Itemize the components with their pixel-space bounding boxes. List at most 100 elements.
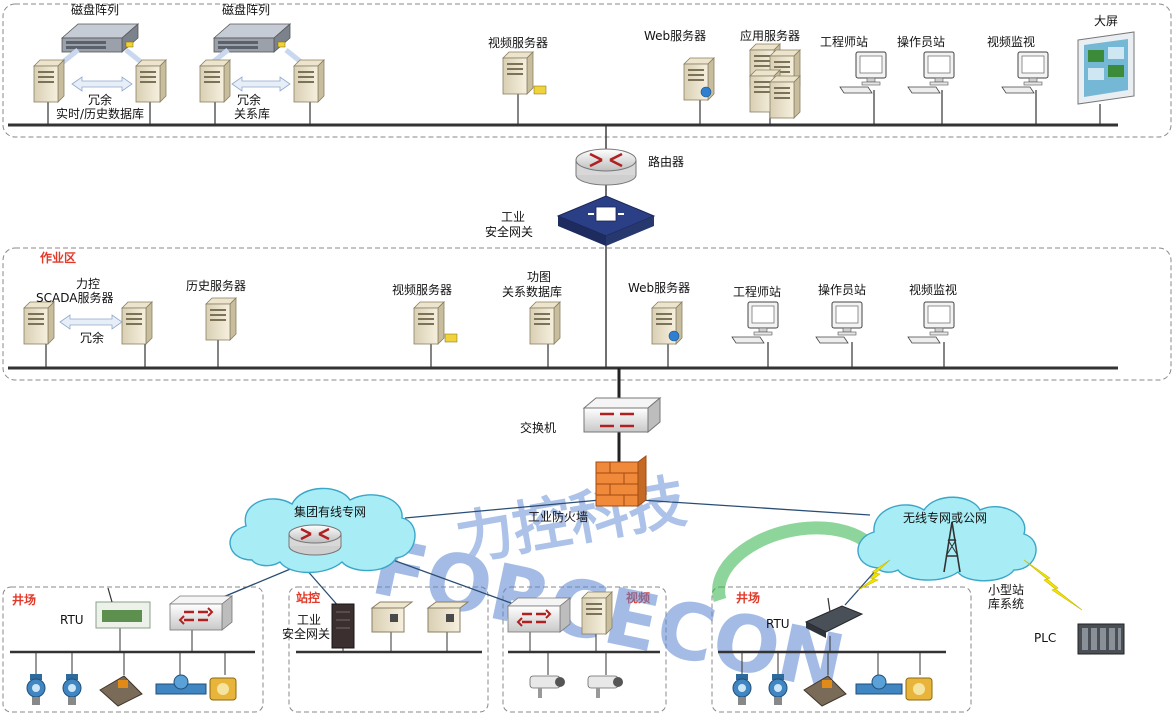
field-drops — [35, 628, 921, 675]
switch-icon — [582, 396, 662, 434]
op-video-monitor-label: 视频监视 — [909, 282, 957, 297]
disk-array-2-label: 磁盘阵列 — [222, 2, 270, 17]
scada-redundant-label: 冗余 — [80, 330, 104, 345]
big-screen-label: 大屏 — [1094, 14, 1118, 28]
scada-server-icon — [23, 301, 55, 345]
flow-meter-icon — [155, 674, 207, 695]
station-zone — [288, 586, 489, 713]
well-zone-right — [711, 586, 972, 713]
rtu-right-label: RTU — [766, 617, 790, 631]
scada-server-icon — [121, 301, 153, 345]
video-zone-label: 视频 — [626, 590, 650, 605]
video-monitor-icon — [1001, 51, 1049, 94]
station-gateway-line2: 安全网关 — [282, 626, 330, 641]
rel-db-label-line1: 功图 — [527, 270, 551, 284]
op-video-server-label: 视频服务器 — [392, 282, 452, 297]
wireless-link-icon — [857, 559, 891, 591]
disk-link-arrows — [56, 48, 308, 68]
redundant-1-label: 冗余 — [88, 92, 112, 107]
operator-station-icon — [815, 301, 863, 344]
rtu-icon — [95, 587, 151, 629]
gas-detector-icon — [905, 677, 933, 701]
pressure-transmitter-icon — [26, 673, 46, 706]
history-server-label: 历史服务器 — [186, 278, 246, 293]
security-gateway-icon — [556, 195, 656, 246]
flow-meter-icon — [855, 674, 903, 695]
operation-zone-label: 作业区 — [40, 250, 76, 265]
engineer-station-icon — [839, 51, 887, 94]
rtu-left-label: RTU — [60, 613, 84, 627]
gas-detector-icon — [209, 677, 237, 701]
relational-db-server-icon — [293, 59, 325, 103]
operation-zone — [2, 247, 1172, 381]
gateway-label-line1: 工业 — [501, 210, 525, 224]
rt-hist-db-label: 实时/历史数据库 — [56, 106, 144, 121]
wireless-link-icon — [1023, 559, 1083, 611]
app-server-cluster-icon — [749, 43, 801, 119]
gateway-label-line2: 安全网关 — [485, 224, 533, 239]
router-label: 路由器 — [648, 154, 684, 169]
well-zone-left — [2, 586, 264, 713]
op-engineer-station-label: 工程师站 — [733, 284, 781, 299]
video-server-icon — [413, 301, 445, 345]
rel-db-label-line2: 关系数据库 — [502, 284, 562, 299]
op-web-server-label: Web服务器 — [628, 280, 690, 295]
camera-icon — [587, 675, 624, 699]
station-gateway-line1: 工业 — [297, 613, 321, 627]
wireless-network-cloud — [857, 496, 1037, 582]
watermark-swoosh — [712, 521, 887, 602]
relational-db-label: 关系库 — [234, 106, 270, 121]
router-icon — [575, 148, 637, 186]
wired-network-label: 集团有线专网 — [294, 504, 366, 519]
rtu-icon — [804, 597, 864, 638]
scada-redundancy-arrow — [59, 314, 123, 330]
small-station-line2: 库系统 — [988, 596, 1024, 611]
firewall-icon — [595, 455, 647, 507]
station-label: 站控 — [296, 590, 320, 605]
small-station-line1: 小型站 — [988, 583, 1024, 597]
op-operator-station-label: 操作员站 — [818, 282, 866, 297]
video-monitor-label: 视频监视 — [987, 34, 1035, 49]
scada-label-line1: 力控 — [76, 277, 100, 291]
history-server-icon — [205, 297, 237, 341]
video-zone — [502, 586, 667, 713]
redundancy-arrow — [71, 76, 291, 92]
station-gateway-icon — [331, 603, 355, 649]
wired-network-cloud — [229, 487, 416, 574]
app-server-label: 应用服务器 — [740, 28, 800, 43]
switch-icon — [168, 594, 234, 632]
relational-db-server-icon — [529, 301, 561, 345]
web-server-label: Web服务器 — [644, 28, 706, 43]
video-monitor-icon — [907, 301, 955, 344]
engineer-station-label: 工程师站 — [820, 34, 868, 49]
control-cabinet-icon — [370, 601, 414, 633]
plc-icon — [1077, 623, 1125, 655]
camera-icon — [529, 675, 566, 699]
indicator-diagram-sensor-icon — [803, 675, 847, 707]
wan-links — [191, 499, 886, 611]
scada-label-line2: SCADA服务器 — [36, 290, 113, 305]
big-screen-icon — [1077, 31, 1135, 105]
well-right-label: 井场 — [736, 590, 760, 605]
relational-db-server-icon — [199, 59, 231, 103]
well-left-label: 井场 — [12, 592, 36, 607]
video-server-label: 视频服务器 — [488, 35, 548, 50]
control-zone — [2, 3, 1172, 138]
firewall-label: 工业防火墙 — [528, 509, 588, 524]
operator-station-icon — [907, 51, 955, 94]
engineer-station-icon — [731, 301, 779, 344]
realtime-db-server-icon — [33, 59, 65, 103]
video-server-icon — [502, 51, 534, 95]
disk-array-icon — [213, 23, 291, 53]
indicator-diagram-sensor-icon — [99, 675, 143, 707]
operator-station-label: 操作员站 — [897, 34, 945, 49]
pressure-transmitter-icon — [62, 673, 82, 706]
switch-label: 交换机 — [520, 420, 556, 435]
video-recorder-icon — [581, 591, 613, 635]
disk-array-icon — [61, 23, 139, 53]
control-cabinet-icon — [426, 601, 470, 633]
wireless-network-label: 无线专网或公网 — [903, 510, 987, 525]
history-db-server-icon — [135, 59, 167, 103]
